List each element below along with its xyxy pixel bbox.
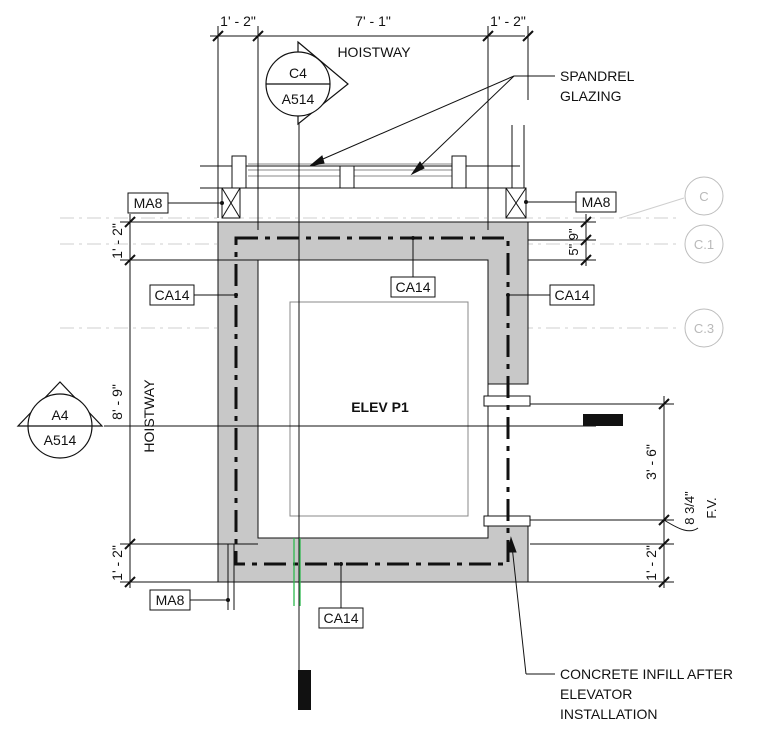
tag-ma8-top-right-label: MA8 — [582, 194, 611, 210]
section-cut-end-right — [583, 414, 623, 426]
hoistway-left-label: HOISTWAY — [141, 379, 157, 453]
spandrel-note-line2: GLAZING — [560, 88, 621, 104]
dim-top-mid: 7' - 1" — [355, 13, 391, 29]
section-mark-top-detail: C4 — [289, 65, 307, 81]
grid-bubble-c: C — [684, 176, 724, 216]
section-mark-left-detail: A4 — [51, 407, 68, 423]
infill-note-line2: ELEVATOR — [560, 686, 632, 702]
dim-top-left: 1' - 2" — [220, 13, 256, 29]
section-mark-top-sheet: A514 — [282, 91, 315, 107]
dim-right-bot: 1' - 2" — [643, 545, 659, 581]
elevator-cab-outer — [257, 259, 489, 539]
tag-ca14-left-label: CA14 — [154, 287, 189, 303]
dimension-top — [210, 26, 534, 230]
tag-ma8-top-left[interactable]: MA8 — [127, 192, 224, 214]
dim-fv-label: F.V. — [704, 497, 719, 518]
tag-ca14-bottom-label: CA14 — [323, 610, 358, 626]
dimension-left — [120, 214, 258, 588]
hoistway-top-label: HOISTWAY — [337, 44, 411, 60]
tag-ca14-right-label: CA14 — [554, 287, 589, 303]
tag-ma8-top-left-label: MA8 — [134, 195, 163, 211]
section-cut-end-bottom — [298, 670, 311, 710]
spandrel-wall — [200, 125, 527, 219]
section-mark-left[interactable]: A4 A514 — [16, 381, 104, 459]
elevator-label: ELEV P1 — [351, 399, 409, 415]
spandrel-note-line1: SPANDREL — [560, 68, 635, 84]
grid-bubble-c-label: C — [699, 189, 708, 204]
grid-bubble-c3: C.3 — [684, 308, 724, 348]
elevator-cab-inner — [289, 301, 469, 517]
section-mark-left-sheet: A514 — [44, 432, 77, 448]
spandrel-leaders — [309, 75, 555, 176]
dim-left-bot: 1' - 2" — [109, 545, 125, 581]
grid-bubble-c1: C.1 — [684, 224, 724, 264]
tag-ca14-left[interactable]: CA14 — [149, 284, 238, 306]
dim-top-right: 1' - 2" — [490, 13, 526, 29]
tag-ma8-bottom[interactable]: MA8 — [149, 589, 230, 611]
tag-ca14-top-label: CA14 — [395, 279, 430, 295]
tag-ca14-right[interactable]: CA14 — [506, 284, 595, 306]
dimension-right-small — [528, 214, 596, 266]
infill-note-line3: INSTALLATION — [560, 706, 658, 722]
dim-left-top: 1' - 2" — [109, 223, 125, 259]
section-mark-top[interactable]: C4 A514 — [265, 40, 349, 126]
grid-bubble-c1-label: C.1 — [694, 237, 714, 252]
dimension-right — [528, 396, 699, 588]
dim-right-mid: 3' - 6" — [643, 444, 659, 480]
grid-bubble-c3-label: C.3 — [694, 321, 714, 336]
tag-ma8-bottom-label: MA8 — [156, 592, 185, 608]
dim-left-mid: 8' - 9" — [109, 384, 125, 420]
rated-wall-line — [234, 236, 510, 566]
infill-note-line1: CONCRETE INFILL AFTER — [560, 666, 733, 682]
dim-fv-value: 8 3/4" — [682, 491, 697, 525]
infill-leader — [507, 536, 555, 675]
tag-ca14-top[interactable]: CA14 — [390, 236, 436, 298]
grid-leader-c — [619, 197, 685, 219]
tag-ma8-top-right[interactable]: MA8 — [524, 191, 617, 213]
tag-ca14-bottom[interactable]: CA14 — [318, 562, 364, 629]
dim-right-small: 5" 9" — [566, 228, 581, 256]
corner-detail-bottom-left — [218, 544, 235, 610]
